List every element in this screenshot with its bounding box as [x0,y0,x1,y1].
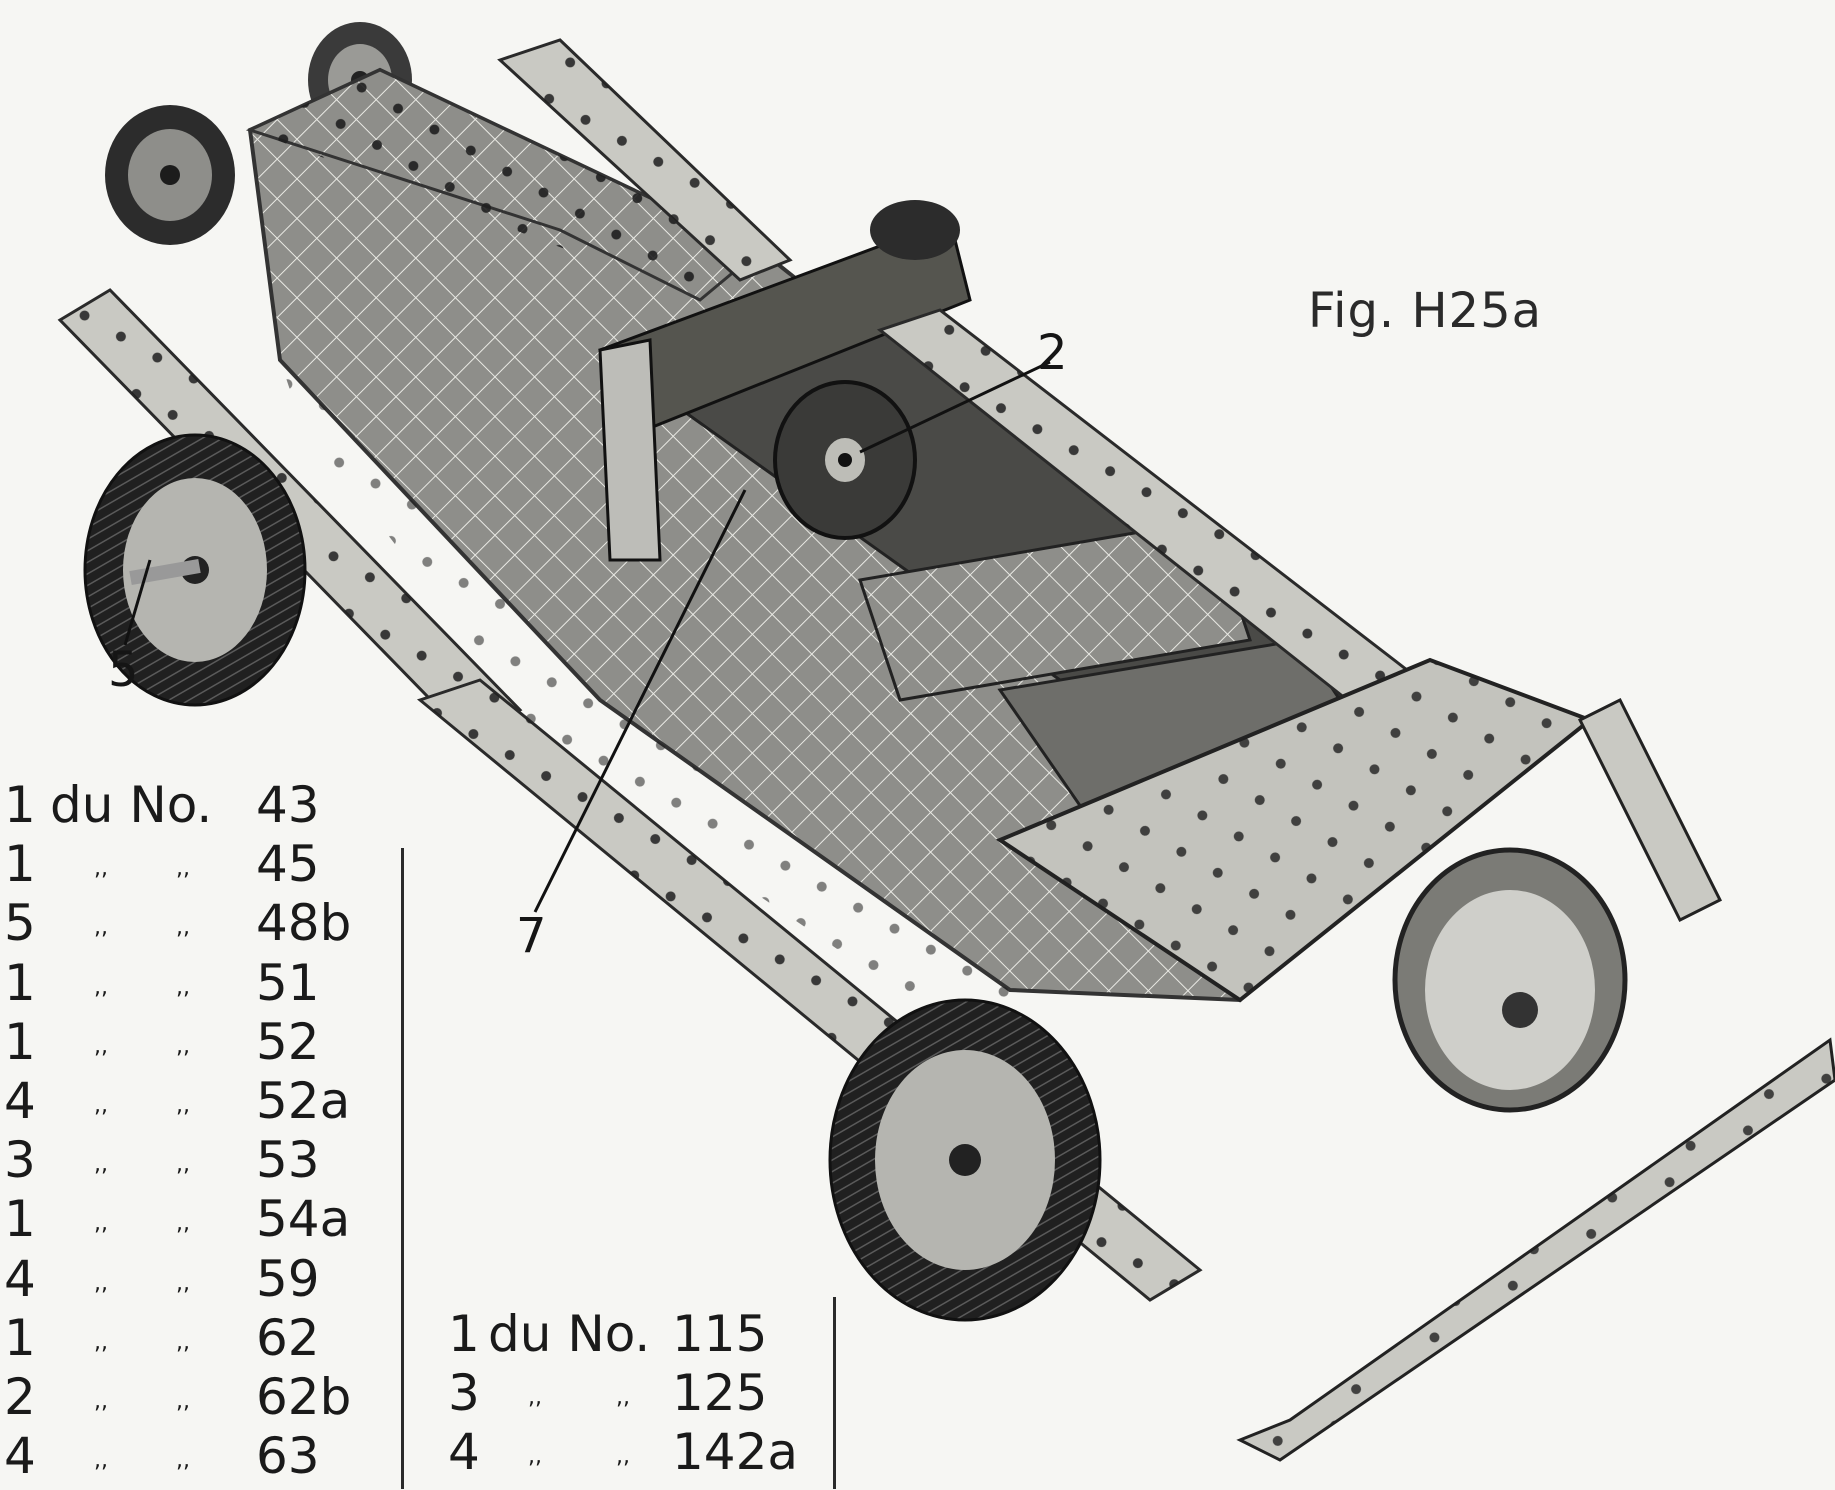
part-number: 59 [256,1249,320,1308]
ditto-mark: ,, [176,1211,190,1237]
ditto-mark: ,, [616,1385,630,1411]
ditto-mark: ,, [94,1270,108,1296]
ditto-mark: ,, [94,1152,108,1178]
ditto-mark: ,, [176,915,190,941]
ditto-mark: ,, [176,1270,190,1296]
part-quantity: 1 [4,1190,36,1249]
ditto-mark: ,, [176,1388,190,1414]
ditto-mark: ,, [94,915,108,941]
part-quantity: 4 [448,1423,480,1482]
parts-row: 1,,,, 62 [4,1309,404,1368]
parts-row: 4,,,, 59 [4,1250,404,1309]
part-quantity: 2 [4,1367,36,1426]
ditto-mark: ,, [94,974,108,1000]
parts-row: 1,,,, 45 [4,835,404,894]
ditto-mark: ,, [528,1444,542,1470]
ditto-mark: ,, [616,1444,630,1470]
ditto-mark: ,, [176,1329,190,1355]
callout-line-2 [859,360,1051,454]
part-number: 54a [256,1190,351,1249]
callout-line-7 [533,489,747,913]
front-bumper [1236,1037,1835,1462]
part-quantity: 1 [4,1308,36,1367]
part-label: du No. [488,1305,651,1363]
part-number: 63 [256,1427,320,1486]
part-quantity: 3 [448,1364,480,1423]
parts-row: 4,,,, 63 [4,1427,404,1486]
ditto-mark: ,, [176,856,190,882]
steering-wheel [773,380,917,540]
parts-row: 5,,,, 48b [4,894,404,953]
part-quantity: 4 [4,1427,36,1486]
part-quantity: 1 [4,1012,36,1071]
parts-row: 4,,,, 142a [448,1423,848,1482]
part-quantity: 3 [4,1131,36,1190]
callout-label-5: 5 [108,642,139,698]
side-strip-top [497,38,1423,712]
parts-row: 2,,,, 62b [4,1368,404,1427]
part-number: 52 [256,1012,320,1071]
ditto-mark: ,, [176,974,190,1000]
ditto-mark: ,, [176,1092,190,1118]
parts-row: 1,,,, 51 [4,954,404,1013]
part-number: 52a [256,1071,351,1130]
part-number: 43 [256,776,320,834]
column-divider [401,848,404,1489]
ditto-mark: ,, [176,1152,190,1178]
part-quantity: 4 [4,1249,36,1308]
part-number: 45 [256,835,320,894]
part-quantity: 1 [4,953,36,1012]
part-number: 62 [256,1308,320,1367]
part-quantity: 1 [4,835,36,894]
ditto-mark: ,, [94,1448,108,1474]
ditto-mark: ,, [94,1033,108,1059]
parts-row: 1,,,, 54a [4,1190,404,1249]
ditto-mark: ,, [176,1033,190,1059]
parts-row: 1,,,, 52 [4,1013,404,1072]
callout-line-5 [123,559,152,646]
column-divider [833,1297,836,1489]
ditto-mark: ,, [94,856,108,882]
ditto-mark: ,, [94,1388,108,1414]
front-wheel-right [828,998,1102,1322]
part-quantity: 1 [448,1305,480,1363]
part-number: 115 [672,1305,768,1363]
windscreen-frame [598,200,972,562]
bonnet-frame [995,657,1723,1003]
ditto-mark: ,, [94,1329,108,1355]
ditto-mark: ,, [528,1385,542,1411]
ditto-mark: ,, [94,1092,108,1118]
callout-label-2: 2 [1037,325,1068,381]
callout-label-7: 7 [516,908,547,964]
part-number: 142a [672,1423,799,1482]
front-wheel-left [83,433,307,707]
rear-wheel-left [105,105,235,245]
parts-row: 3,,,, 53 [4,1131,404,1190]
part-number: 51 [256,953,320,1012]
part-number: 62b [256,1367,352,1426]
part-quantity: 1 [4,776,36,834]
part-number: 125 [672,1364,768,1423]
ditto-mark: ,, [94,1211,108,1237]
part-quantity: 5 [4,894,36,953]
parts-row: 3,,,, 125 [448,1364,848,1423]
part-number: 53 [256,1131,320,1190]
part-label: du No. [50,776,213,834]
figure-caption: Fig. H25a [1308,283,1543,339]
parts-row: 4,,,, 52a [4,1072,404,1131]
ditto-mark: ,, [176,1448,190,1474]
spare-wheel [1392,847,1628,1113]
part-number: 48b [256,894,352,953]
part-quantity: 4 [4,1071,36,1130]
